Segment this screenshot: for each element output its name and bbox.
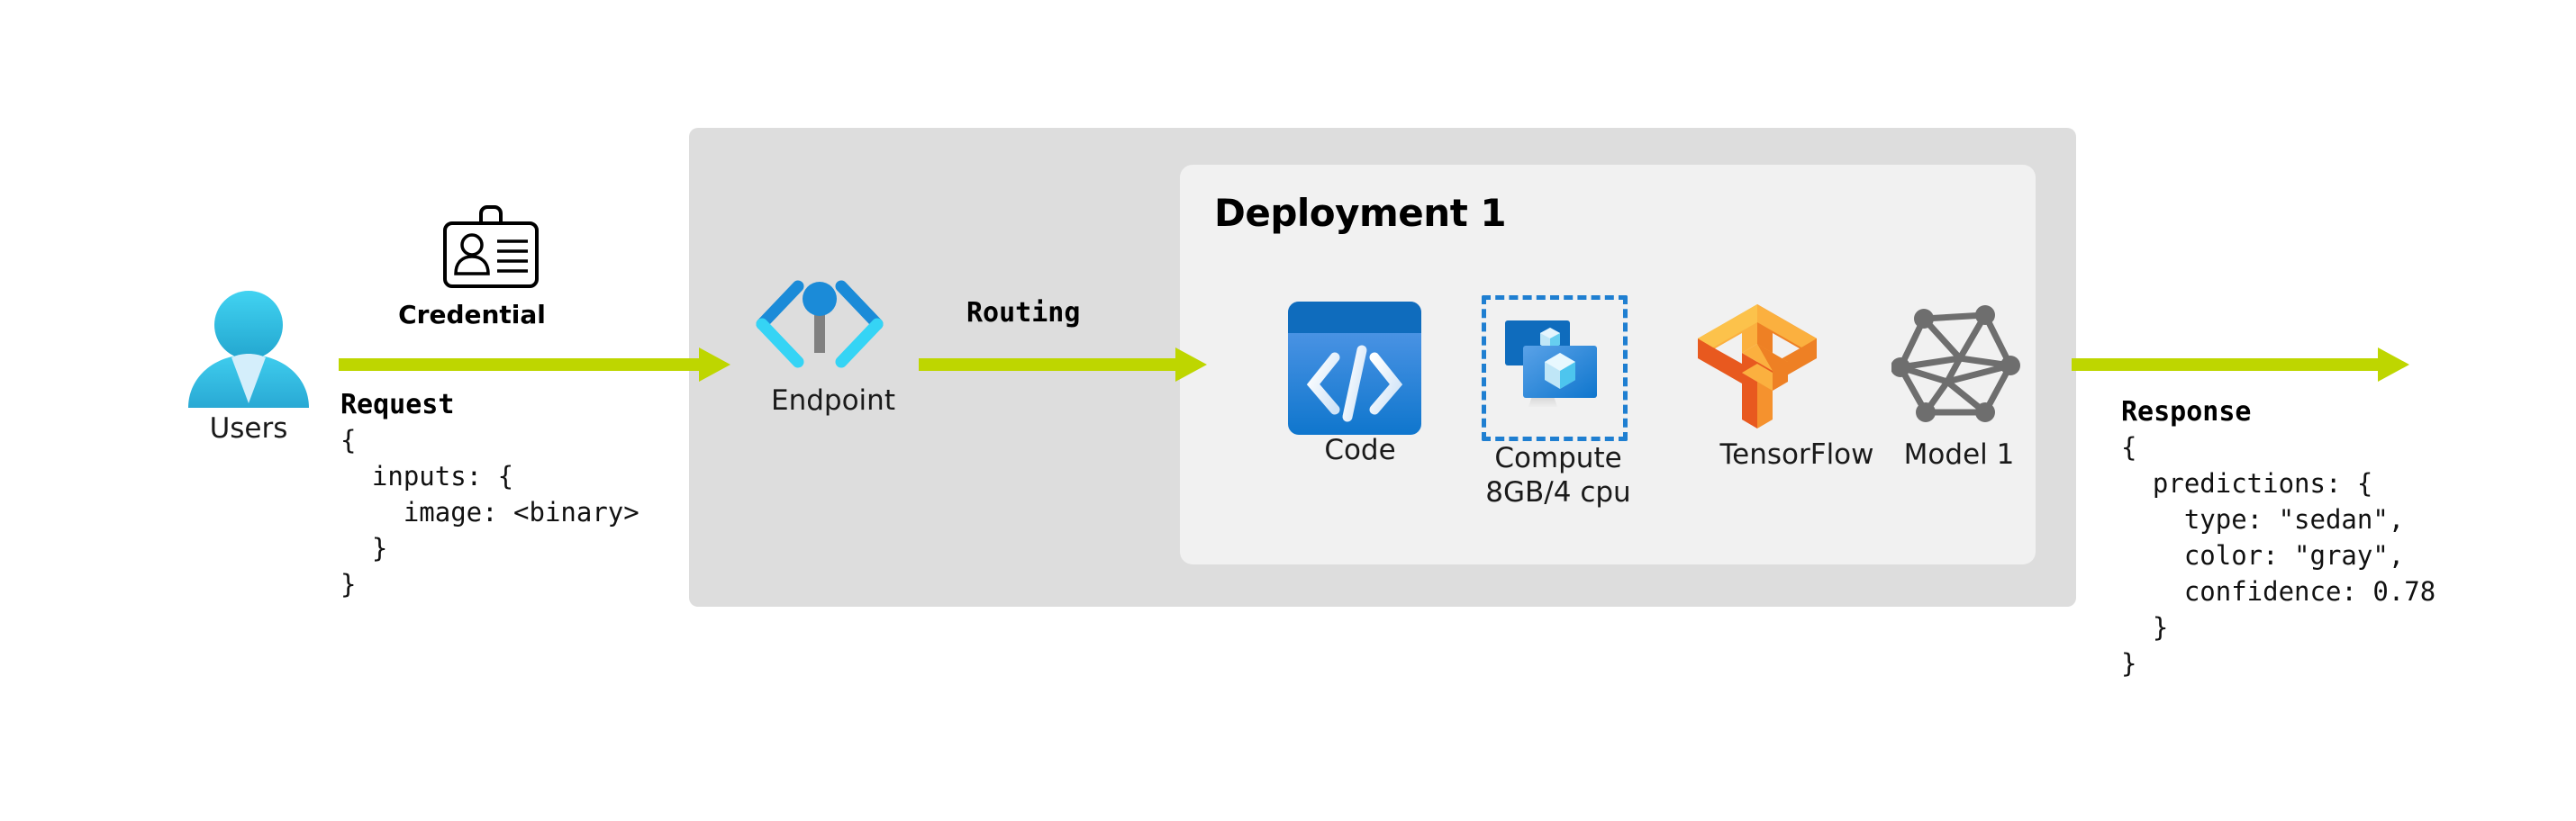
endpoint-brackets-icon bbox=[748, 279, 892, 378]
compute-label-main: Compute bbox=[1494, 442, 1622, 474]
arrow-deployment-to-response bbox=[2072, 346, 2409, 383]
request-body: { inputs: { image: <binary> } } bbox=[340, 425, 639, 600]
response-title: Response bbox=[2121, 396, 2252, 428]
response-block: Response { predictions: { type: "sedan",… bbox=[2121, 396, 2435, 681]
code-label: Code bbox=[1324, 434, 1396, 466]
credential-label: Credential bbox=[398, 300, 546, 329]
tensorflow-logo-icon[interactable] bbox=[1692, 297, 1823, 429]
arrow-endpoint-to-deployment bbox=[919, 346, 1207, 383]
id-badge-icon bbox=[441, 205, 540, 291]
code-window-icon[interactable] bbox=[1288, 302, 1421, 435]
model-network-icon[interactable] bbox=[1891, 299, 2023, 430]
deployment-title: Deployment 1 bbox=[1214, 191, 1507, 235]
routing-label: Routing bbox=[966, 297, 1081, 329]
compute-label: Compute 8GB/4 cpu bbox=[1452, 442, 1664, 510]
tensorflow-label: TensorFlow bbox=[1719, 438, 1874, 471]
compute-monitors-icon[interactable] bbox=[1498, 311, 1611, 425]
user-avatar-icon bbox=[177, 288, 321, 410]
users-label: Users bbox=[209, 412, 288, 445]
request-block: Request { inputs: { image: <binary> } } bbox=[340, 389, 639, 602]
request-title: Request bbox=[340, 389, 455, 420]
response-body: { predictions: { type: "sedan", color: "… bbox=[2121, 432, 2436, 680]
compute-selection-outline[interactable] bbox=[1482, 295, 1628, 441]
compute-label-sub: 8GB/4 cpu bbox=[1485, 475, 1631, 509]
endpoint-label: Endpoint bbox=[771, 384, 895, 417]
arrow-users-to-endpoint bbox=[339, 346, 730, 383]
model-label: Model 1 bbox=[1903, 438, 2015, 471]
